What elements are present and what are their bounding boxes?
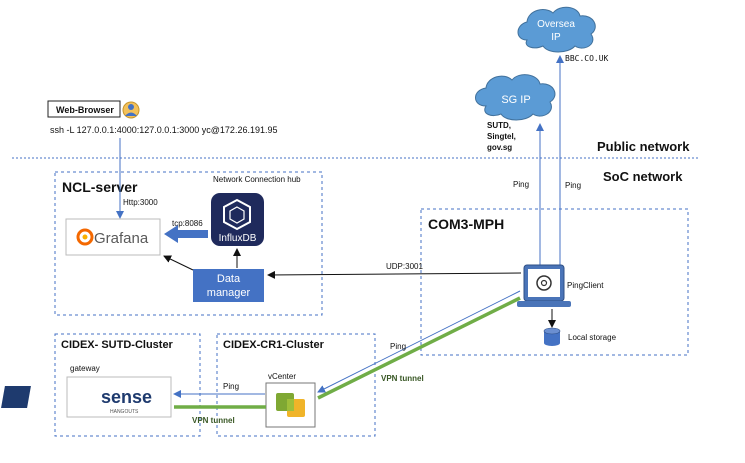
bbc-label: BBC.CO.UK [565,54,609,63]
influxdb-box: InfluxDB [211,193,264,246]
ping-pfsense-label: Ping [223,382,239,391]
dm-to-grafana-arrow [163,255,194,271]
ping-oversea-label: Ping [565,181,581,190]
sg-ip-label: SG IP [501,94,530,106]
grafana-icon [76,228,94,246]
data-manager-box [193,269,264,302]
oversea-ip-cloud: Oversea IP [517,6,596,53]
cr1-cluster-title: CIDEX-CR1-Cluster [223,339,325,351]
sg-target-3: gov.sg [487,143,512,152]
influx-to-grafana-arrow [164,225,208,243]
sg-target-2: Singtel, [487,132,516,141]
udp-label: UDP:3001 [386,262,423,271]
ncl-server-box [54,171,323,316]
cr1-cluster-box [216,333,376,437]
sutd-cluster-title: CIDEX- SUTD-Cluster [61,339,174,351]
oversea-label-line2: IP [551,32,561,43]
local-storage-label: Local storage [568,333,617,342]
vpn-tunnel-left-label: VPN tunnel [192,416,235,425]
pfsense-logo: pf sense HANGOUTS [1,376,172,418]
hangouts-text: HANGOUTS [110,409,139,415]
storage-icon [543,327,561,346]
ping-sg-label: Ping [513,180,529,189]
sutd-cluster-box [54,333,201,437]
data-manager-line2: manager [207,287,251,299]
user-icon [122,101,140,119]
pf-text: pf [80,390,98,407]
oversea-label-line1: Oversea [537,19,575,30]
soc-network-label: SoC network [603,169,683,184]
ssh-command: ssh -L 127.0.0.1:4000:127.0.0.1:3000 yc@… [50,125,277,135]
sense-text: sense [101,387,152,407]
gateway-label: gateway [70,364,100,373]
com3-mph-title: COM3-MPH [428,216,504,232]
vpn-tunnel-com3 [317,296,521,400]
laptop-icon [517,264,571,307]
web-browser-box [47,100,121,118]
web-browser-label: Web-Browser [56,105,114,115]
network-hub-label: Network Connection hub [213,175,301,184]
http-port-label: Http:3000 [123,198,158,207]
ping-client-label: PingClient [567,281,604,290]
data-manager-line1: Data [217,273,241,285]
sg-ip-cloud: SG IP [475,74,556,121]
grafana-label: Grafana [94,230,149,247]
influxdb-label: InfluxDB [219,233,257,244]
vpn-tunnel-right-label: VPN tunnel [381,374,424,383]
vcenter-label: vCenter [268,372,296,381]
vcenter-icon [265,382,316,428]
public-network-label: Public network [597,139,690,154]
ping-vcenter-arrow [317,290,521,393]
ping-vcenter-label: Ping [390,342,406,351]
grafana-box [65,218,161,256]
sg-target-1: SUTD, [487,121,511,130]
udp-arrow [267,270,522,279]
tcp-port-label: tcp:8086 [172,219,203,228]
com3-mph-box [420,208,689,356]
ncl-server-title: NCL-server [62,179,138,195]
